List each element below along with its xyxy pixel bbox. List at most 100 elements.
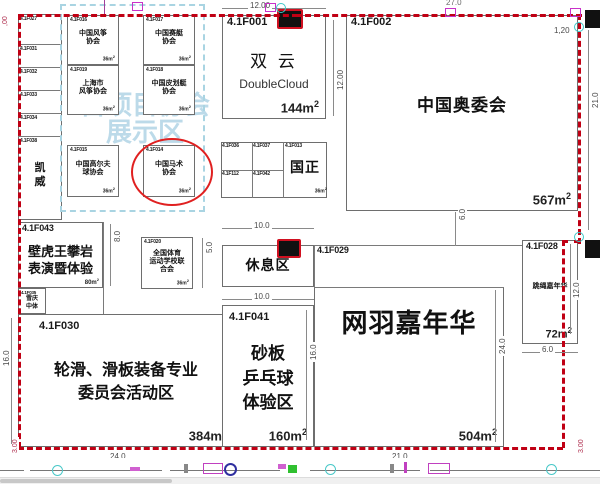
cluster-div-2 [283, 142, 284, 198]
booth-code: 4.1F041 [229, 311, 270, 323]
dim-line-f030-h [11, 318, 12, 444]
cad-strip-sym-11 [184, 464, 188, 473]
cad-strip-sym-12 [390, 464, 394, 473]
booth-code-4-1F029[interactable]: 4.1F029 [317, 245, 349, 255]
dim-line-f001-top [222, 8, 326, 9]
dim-right-small: 1,20 [552, 26, 572, 35]
booth-4-1F030[interactable]: 4.1F030 轮滑、滑板装备专业 委员会活动区 384m2 [18, 314, 234, 447]
dim-bottom-corner-right: 3.00 [578, 437, 585, 455]
dim-line-f041-h [306, 310, 307, 440]
booth-name: 中国奥委会 [417, 96, 507, 115]
left-code-032: 4.1F032 [20, 69, 37, 75]
booth-name: 中国高尔夫 球协会 [75, 161, 111, 176]
highlight-circle-annotation [131, 138, 213, 206]
cad-strip-line-2 [30, 470, 162, 471]
booth-4-1F035[interactable]: 4.1F035 雪庆 中体 [18, 288, 46, 314]
booth-code: 4.1F001 [227, 16, 268, 28]
dim-line-right-21 [588, 30, 589, 230]
booth-name-cn: 双 云 [250, 52, 298, 71]
dim-bottom-corner-left: 3.00 [12, 437, 19, 455]
dim-line-f001-right [333, 20, 334, 116]
cad-symbol-top-4 [570, 8, 581, 17]
cad-strip-sym-3 [203, 463, 223, 474]
booth-4-1F018[interactable]: 4.1F018 中国皮划艇 协会 36m2 [143, 65, 195, 115]
boundary-bottom [18, 447, 563, 450]
left-strip-div-1 [18, 44, 62, 45]
dim-f029-width: 10.0 [252, 221, 272, 230]
booth-area: 504m2 [458, 426, 497, 443]
boundary-top-left [18, 14, 298, 17]
dim-f028-width: 6.0 [540, 345, 556, 354]
booth-area: 160m2 [268, 426, 307, 443]
cad-strip-line-5 [430, 470, 600, 471]
dim-line-carnival [495, 290, 496, 442]
cad-strip-line-4 [310, 470, 420, 471]
booth-code: 4.1F028 [526, 241, 558, 251]
booth-code: 4.1F020 [144, 239, 161, 245]
booth-4-1F029-rest-area[interactable]: 休息区 [222, 245, 314, 287]
left-code-033: 4.1F033 [20, 92, 37, 98]
booth-name: 跳绳嘉年华 [532, 283, 568, 290]
booth-area-4-1F013: 36m2 [314, 186, 327, 195]
booth-area: 80m2 [84, 277, 99, 286]
booth-code: 4.1F018 [146, 67, 163, 73]
booth-name: 中国皮划艇 协会 [151, 80, 187, 95]
dim-right-21: 21.0 [591, 90, 600, 110]
dim-f028-height: 12.0 [572, 280, 581, 300]
booth-name-4-1F013: 国正 [290, 159, 320, 175]
dim-f001-width: 12.00 [248, 1, 273, 10]
booth-4-1F020[interactable]: 4.1F020 全国体育 运动学校联 合会 36m2 [141, 237, 193, 289]
dim-line-f028 [570, 244, 571, 334]
boundary-right-upper [578, 14, 581, 244]
entrance-marker-right-f028 [585, 240, 600, 258]
scrollbar-thumb[interactable] [0, 479, 172, 483]
dim-bottom-right: 21.0 [390, 452, 410, 461]
booth-code-4-1F042[interactable]: 4.1F042 [253, 171, 270, 177]
dim-line-f002-bottom [455, 212, 456, 246]
boundary-left [18, 14, 21, 448]
cad-strip-sym-7 [325, 464, 336, 475]
left-strip-div-2 [18, 67, 62, 68]
cad-symbol-top-2 [265, 3, 276, 12]
left-strip-div-4 [18, 113, 62, 114]
booth-code-4-1F013[interactable]: 4.1F013 [285, 143, 302, 149]
left-strip-div-5 [18, 136, 62, 137]
booth-4-1F016[interactable]: 4.1F016 中国风筝 协会 36m2 [67, 15, 119, 65]
booth-code: 4.1F043 [22, 223, 54, 233]
horizontal-scrollbar[interactable] [0, 477, 600, 484]
booth-code: 4.1F030 [39, 320, 80, 332]
booth-code: 4.1F035 [21, 290, 37, 295]
cad-strip-sym-9 [428, 463, 450, 474]
cad-symbol-teal-2 [574, 22, 584, 32]
booth-name: 中国风筝 协会 [79, 30, 107, 45]
dim-bottom-left: 24.0 [108, 452, 128, 461]
booth-4-1F043[interactable]: 4.1F043 壁虎王攀岩 表演暨体验 80m2 [18, 222, 103, 288]
booth-code: 4.1F019 [70, 67, 87, 73]
dim-f002-width: 27.0 [444, 0, 464, 7]
cad-strip-sym-2 [130, 467, 140, 471]
booth-4-1F002[interactable]: 4.1F002 中国奥委会 567m2 [346, 15, 578, 211]
cad-strip-line-1 [0, 470, 24, 471]
booth-4-1F028[interactable]: 4.1F028 跳绳嘉年华 72m2 [522, 240, 578, 344]
booth-code-4-1F037[interactable]: 4.1F037 [253, 143, 270, 149]
booth-code-4-1F112[interactable]: 4.1F112 [222, 171, 239, 177]
booth-name: 中国赛艇 协会 [155, 30, 183, 45]
booth-4-1F041[interactable]: 4.1F041 砂板 乒乓球 体验区 160m2 [222, 305, 314, 447]
cad-strip-sym-6 [278, 464, 286, 469]
booth-area: 36m2 [176, 278, 189, 287]
boundary-right-lower [562, 240, 565, 448]
booth-name: 网羽嘉年华 [341, 308, 477, 338]
booth-area: 36m2 [102, 104, 115, 113]
booth-area: 36m2 [102, 186, 115, 195]
left-code-027: 4.1F027 [20, 16, 37, 22]
booth-name: 轮滑、滑板装备专业 委员会活动区 [53, 362, 198, 403]
booth-name: 砂板 乒乓球 体验区 [242, 344, 294, 413]
booth-4-1F001[interactable]: 4.1F001 双 云 DoubleCloud 144m2 [222, 15, 326, 119]
cad-strip-sym-5 [288, 465, 297, 473]
booth-area: 36m2 [178, 54, 191, 63]
booth-code-4-1F036[interactable]: 4.1F036 [222, 143, 239, 149]
booth-4-1F019[interactable]: 4.1F019 上海市 风筝协会 36m2 [67, 65, 119, 115]
booth-carnival-badminton-tennis[interactable]: 网羽嘉年华 504m2 [314, 287, 504, 447]
booth-4-1F017[interactable]: 4.1F017 中国赛艇 协会 36m2 [143, 15, 195, 65]
booth-4-1F015[interactable]: 4.1F015 中国高尔夫 球协会 36m2 [67, 145, 119, 197]
